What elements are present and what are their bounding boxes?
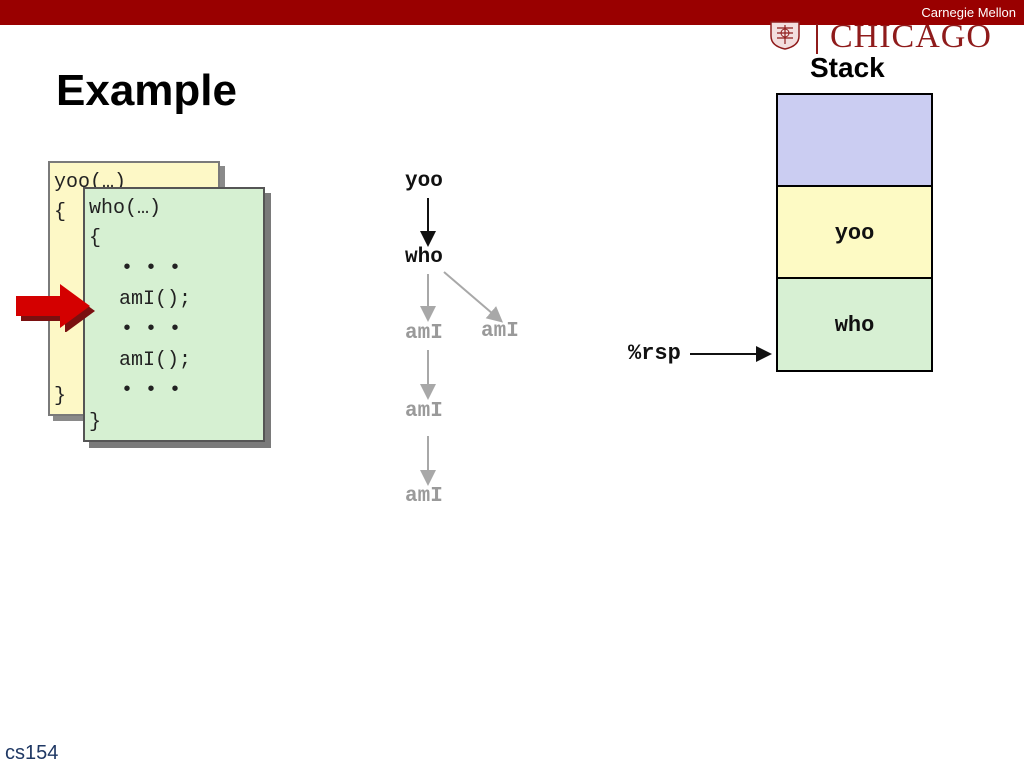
stack-frame-label: yoo bbox=[834, 221, 875, 246]
logo-wordmark: CHICAGO bbox=[830, 18, 992, 55]
code-ellipsis: • • • bbox=[121, 379, 182, 402]
stack-frame-caller bbox=[776, 93, 933, 187]
code-line: } bbox=[54, 385, 67, 408]
code-line: { bbox=[89, 227, 102, 250]
code-ellipsis: • • • bbox=[121, 257, 182, 280]
code-line: } bbox=[89, 411, 102, 434]
stack-frame-who: who bbox=[776, 277, 933, 372]
edge-who-ami-2 bbox=[443, 271, 504, 323]
tree-node-ami: amI bbox=[405, 485, 443, 508]
organization-name: Carnegie Mellon bbox=[921, 5, 1016, 20]
tree-node-ami: amI bbox=[481, 320, 519, 343]
code-line: amI(); bbox=[119, 288, 192, 311]
university-seal-icon bbox=[770, 21, 800, 50]
stack-frame-yoo: yoo bbox=[776, 185, 933, 279]
header-bar: Carnegie Mellon bbox=[0, 0, 1024, 25]
stack-heading: Stack bbox=[810, 52, 885, 83]
university-logo: CHICAGO bbox=[766, 18, 1024, 55]
course-footer: cs154 bbox=[5, 742, 59, 764]
code-ellipsis: • • • bbox=[121, 318, 182, 341]
tree-node-who: who bbox=[405, 246, 443, 269]
slide-title: Example bbox=[56, 66, 237, 115]
tree-node-ami: amI bbox=[405, 322, 443, 345]
stack-pointer-label: %rsp bbox=[628, 341, 681, 366]
code-line: who(…) bbox=[89, 197, 162, 220]
tree-node-yoo: yoo bbox=[405, 170, 443, 193]
logo-divider bbox=[816, 24, 818, 54]
who-code-card: who(…) { • • • amI(); • • • amI(); • • •… bbox=[83, 187, 265, 442]
tree-node-ami: amI bbox=[405, 400, 443, 423]
stack-frame-label: who bbox=[834, 313, 875, 338]
code-line: { bbox=[54, 201, 67, 224]
current-line-arrow-icon bbox=[16, 284, 95, 332]
code-line: amI(); bbox=[119, 349, 192, 372]
